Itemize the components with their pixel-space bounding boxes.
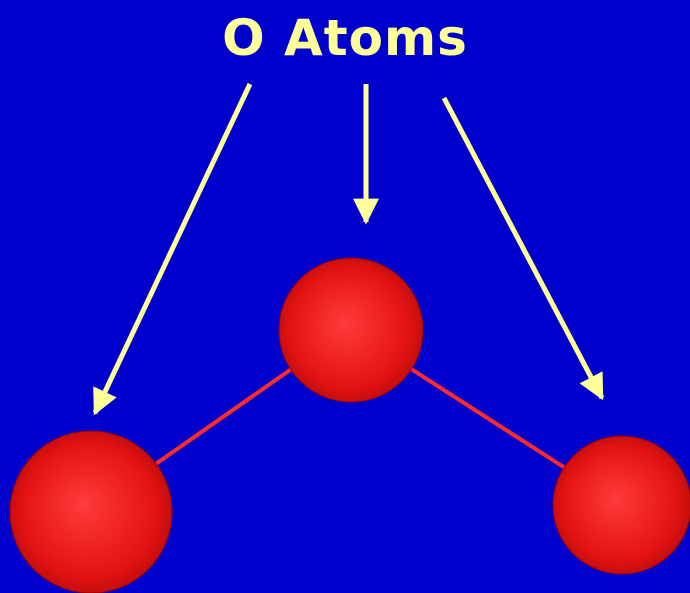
arrow-to-right-atom [441, 96, 605, 401]
diagram-title: O Atoms [222, 9, 468, 67]
oxygen-atom-center [278, 257, 424, 403]
bond-center-left [148, 361, 302, 470]
oxygen-atom-right [552, 435, 690, 575]
oxygen-atom-left [9, 430, 173, 593]
arrow-to-left-atom [92, 82, 253, 416]
bond-center-right [403, 363, 575, 475]
